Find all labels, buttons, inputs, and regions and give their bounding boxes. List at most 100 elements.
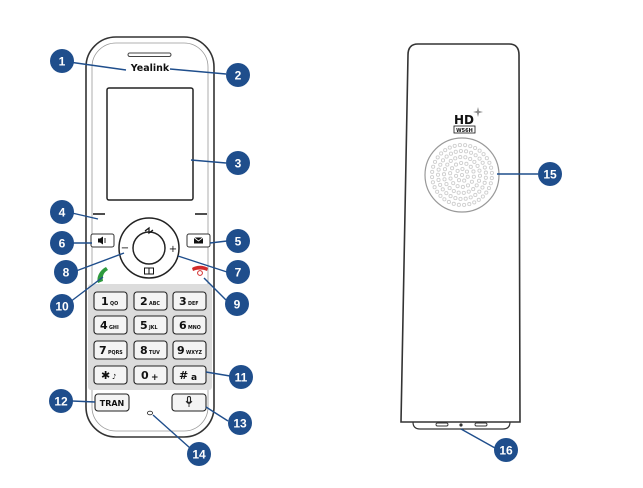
grille-hole [454, 173, 459, 178]
grille-hole [464, 161, 469, 166]
grille-hole [480, 185, 485, 190]
keypad-key-letters: PQRS [108, 350, 123, 356]
grille-hole [467, 202, 472, 207]
svg-text:14: 14 [192, 448, 206, 462]
keypad-key-digit: 4 [100, 319, 108, 332]
keypad-key-digit: 7 [99, 344, 107, 357]
mute-key[interactable] [171, 393, 207, 412]
grille-hole [473, 153, 478, 158]
callout-11: 11 [229, 365, 253, 389]
grille-hole [432, 185, 437, 190]
grille-hole [453, 162, 459, 167]
grille-hole [463, 196, 468, 201]
svg-text:15: 15 [543, 168, 557, 182]
keypad-key[interactable]: # a [172, 365, 207, 385]
keypad-key[interactable]: 1 QO [93, 291, 128, 311]
keypad-key[interactable]: 7 PQRS [93, 340, 128, 360]
grille-hole [489, 165, 494, 170]
grille-hole [471, 169, 476, 174]
grille-hole [448, 158, 453, 163]
keypad-key[interactable]: 6 MNO [172, 315, 207, 335]
keypad-key[interactable]: 5 JKL [133, 315, 168, 335]
model-badge [453, 125, 476, 134]
grille-hole [438, 162, 443, 167]
grille-hole [444, 154, 449, 159]
brand-logo: Yealink [130, 63, 170, 74]
keypad-key[interactable]: 2 ABC [133, 291, 168, 311]
keypad-key-digit: # [179, 369, 188, 382]
grille-hole [480, 160, 485, 165]
volume-up-icon: + [169, 244, 177, 255]
grille-hole [450, 166, 455, 171]
grille-hole [462, 178, 467, 183]
svg-text:9: 9 [234, 298, 241, 312]
grille-hole [463, 143, 468, 148]
callout-9: 9 [225, 292, 249, 316]
lcd-screen [106, 87, 194, 201]
grille-hole [453, 149, 458, 154]
message-key[interactable] [186, 233, 211, 248]
grille-hole [447, 186, 452, 191]
tran-key[interactable]: TRAN [94, 393, 130, 412]
callouts: 1 2 3 4 5 6 7 8 9 10 11 12 13 14 15 16 [49, 49, 562, 466]
grille-hole [472, 159, 477, 164]
grille-hole [477, 189, 482, 194]
leader-lines [68, 61, 538, 449]
grille-hole [489, 176, 494, 181]
grille-hole [464, 169, 470, 174]
callout-13: 13 [228, 411, 252, 435]
speaker-icon [98, 236, 106, 245]
keypad-key-digit: 0 [141, 369, 149, 382]
grille-hole [477, 173, 483, 178]
grille-hole [453, 196, 458, 201]
keypad-key-letters: JKL [148, 325, 158, 331]
hd-logo: HD [454, 113, 474, 127]
grille-hole [456, 202, 461, 207]
grille-hole [480, 194, 485, 199]
grille-hole [457, 143, 462, 148]
grille-hole [468, 195, 473, 200]
grille-hole [459, 172, 465, 178]
red-handset-icon [192, 265, 208, 271]
keypad-key[interactable]: 9 WXYZ [172, 340, 207, 360]
svg-text:16: 16 [499, 444, 513, 458]
ok-key[interactable] [132, 231, 166, 265]
grille-hole [432, 159, 438, 164]
grille-hole [455, 184, 460, 189]
speaker-grille [424, 137, 500, 213]
grille-hole [466, 189, 471, 194]
svg-text:2: 2 [235, 69, 242, 83]
grille-hole [444, 191, 449, 196]
grille-hole [464, 149, 469, 154]
svg-text:6: 6 [59, 237, 66, 251]
keypad-key[interactable]: 0 + [133, 365, 168, 385]
grille-hole [475, 163, 480, 168]
grille-hole [439, 151, 444, 156]
speaker-grille-holes [430, 143, 494, 207]
grille-hole [430, 180, 435, 185]
on-hook-key[interactable] [192, 265, 208, 276]
keypad-key-letters: QO [110, 301, 118, 307]
grille-hole [489, 170, 494, 175]
keypad-key[interactable]: 3 DEF [172, 291, 207, 311]
grille-hole [442, 197, 447, 202]
svg-text:12: 12 [54, 395, 68, 409]
keypad-key[interactable]: ✱ ♪ [93, 365, 128, 385]
grille-hole [461, 190, 466, 195]
keypad-key-digit: ✱ [101, 369, 110, 382]
grille-hole [456, 190, 461, 195]
keypad-key[interactable]: 4 GHI [93, 315, 128, 335]
grille-hole [458, 155, 463, 160]
keypad-key[interactable]: 8 TUV [133, 340, 168, 360]
back-body [400, 43, 521, 423]
keypad-key-digit: 8 [140, 344, 148, 357]
power-icon [197, 270, 203, 276]
svg-text:5: 5 [235, 235, 242, 249]
model-label: W56H [456, 128, 473, 134]
grille-hole [474, 183, 479, 188]
grille-hole [430, 169, 435, 174]
speakerphone-key[interactable] [90, 233, 115, 248]
svg-text:3: 3 [235, 157, 242, 171]
navigation-key[interactable]: − + [118, 217, 180, 279]
grille-hole [441, 172, 447, 177]
